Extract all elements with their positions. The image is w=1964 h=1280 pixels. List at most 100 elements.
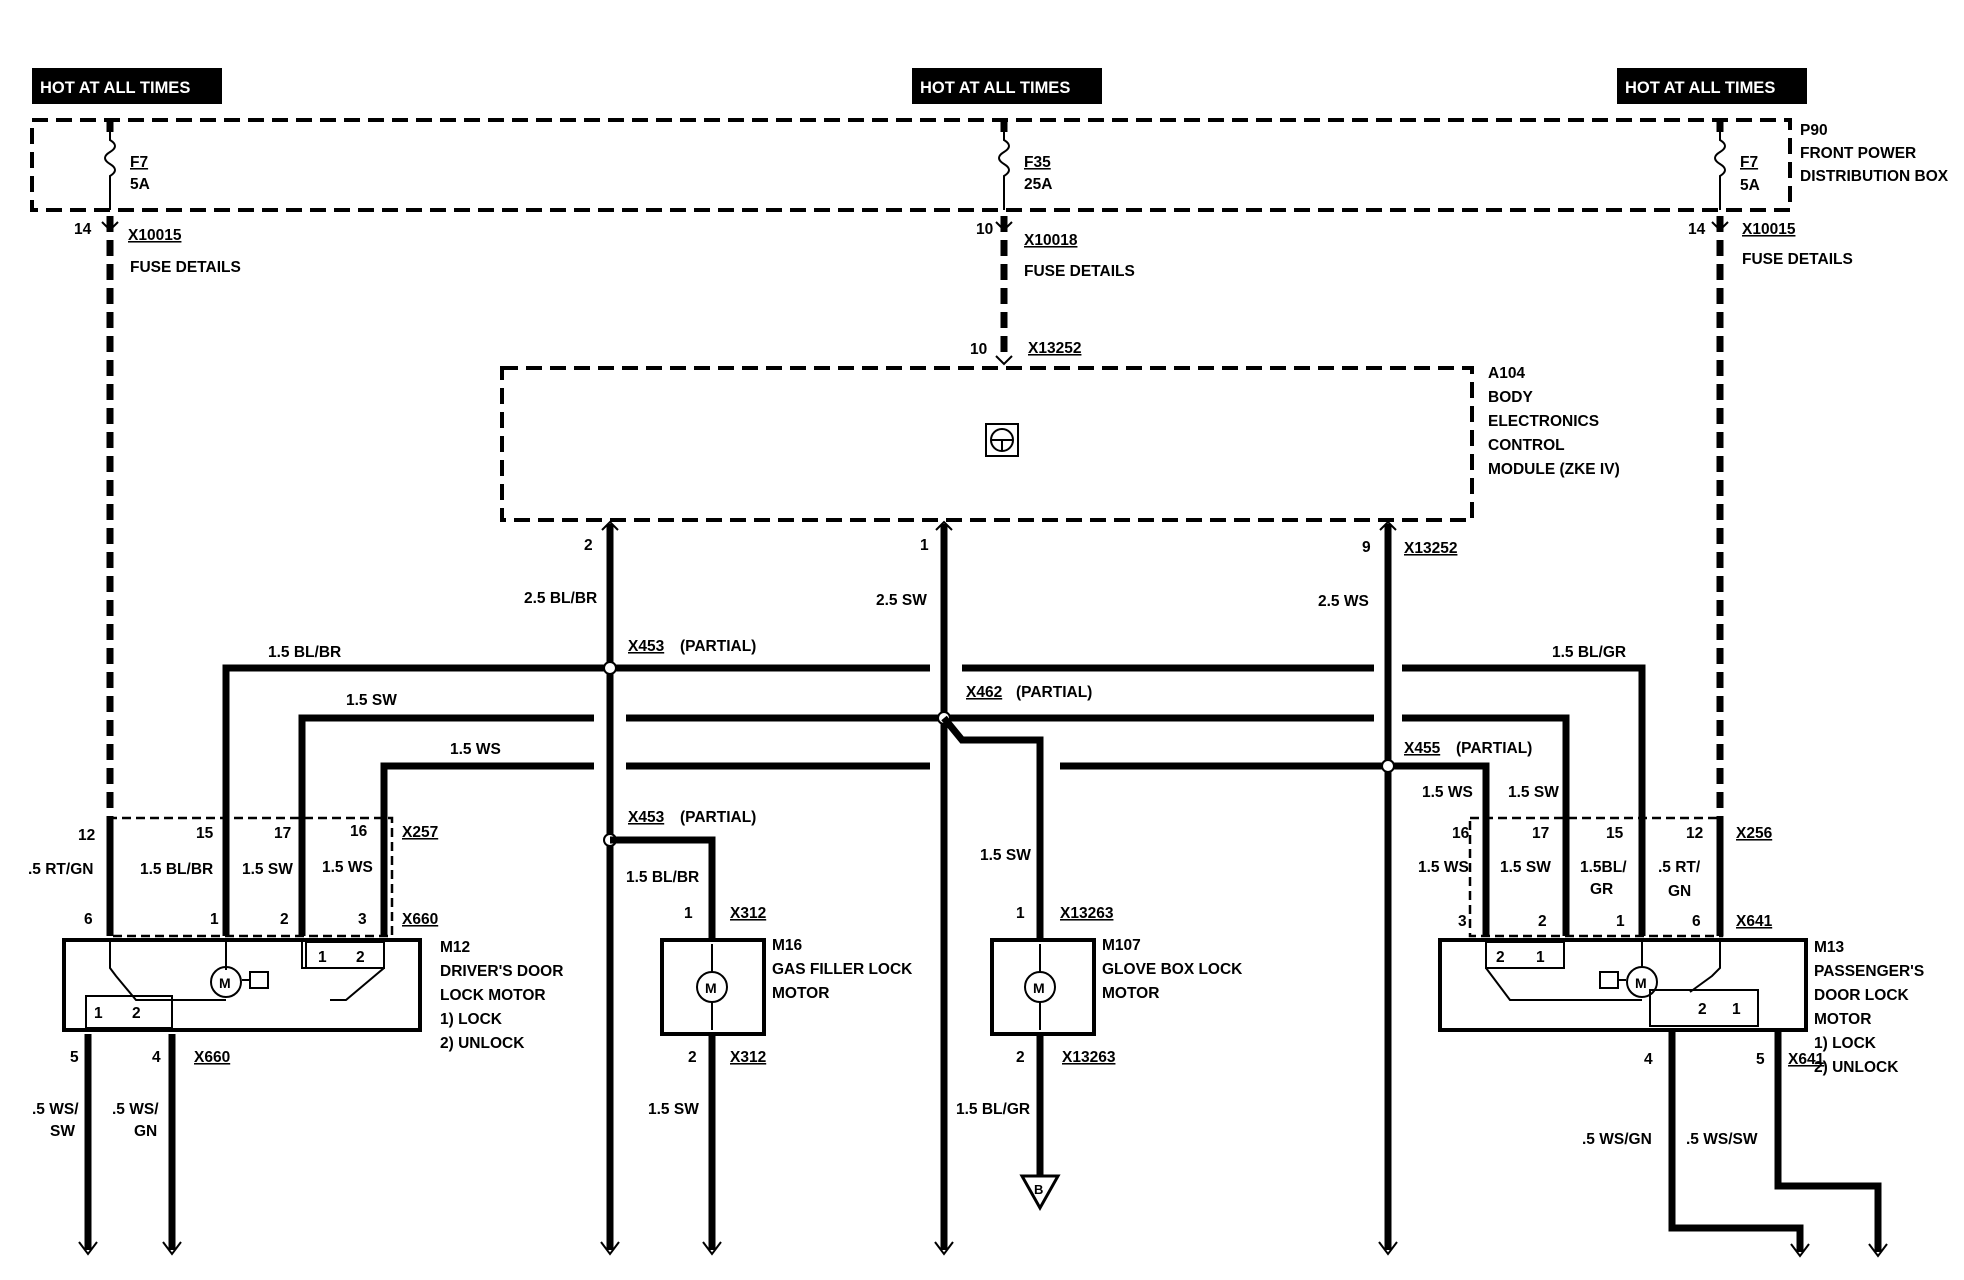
- m12-line1: DRIVER'S DOOR: [440, 963, 563, 980]
- x257-pin-4: 16: [350, 823, 368, 840]
- hot-label-right: HOT AT ALL TIMES: [1617, 68, 1807, 104]
- label-r-ws: 1.5 WS: [1422, 784, 1473, 801]
- x256-wire-1: 1.5 WS: [1418, 859, 1469, 876]
- m107-pin-out: 2: [1016, 1049, 1025, 1066]
- m16-conn-out: X312: [730, 1049, 766, 1066]
- bus-label-right: 2.5 WS: [1318, 593, 1369, 610]
- a104-id: A104: [1488, 365, 1525, 382]
- fuse-right-symbol: [1714, 120, 1726, 210]
- label-h-blbr: 1.5 BL/BR: [268, 644, 341, 661]
- fuse-left-connector: X10015: [128, 227, 182, 244]
- m16-conn-in: X312: [730, 905, 766, 922]
- m13-motor-icon: M: [1599, 966, 1658, 998]
- p90-box: [30, 118, 1792, 212]
- x257-id: X257: [402, 824, 438, 841]
- m12-out-right-l2: GN: [134, 1123, 157, 1140]
- fuse-center-symbol: [998, 120, 1010, 210]
- fuse-left-symbol: [104, 120, 116, 210]
- splice-x462-note: (PARTIAL): [1016, 684, 1092, 701]
- x641-pin-3: 1: [1616, 913, 1625, 930]
- m16-out-wire: 1.5 SW: [648, 1101, 699, 1118]
- splice-x462-label: X462: [966, 684, 1002, 701]
- hot-label-center: HOT AT ALL TIMES: [912, 68, 1102, 104]
- m16-pin-out: 2: [688, 1049, 697, 1066]
- x256-id: X256: [1736, 825, 1773, 842]
- wire-sw-left: [298, 714, 594, 818]
- m107-conn-in: X13263: [1060, 905, 1114, 922]
- x641-pin-4: 6: [1692, 913, 1701, 930]
- m107-in-wire: 1.5 SW: [980, 847, 1031, 864]
- m13-out-left: .5 WS/GN: [1582, 1131, 1652, 1148]
- m107-out-wire: 1.5 BL/GR: [956, 1101, 1030, 1118]
- x256-wire-3b: GR: [1590, 881, 1613, 898]
- wire-ws-left: [380, 762, 594, 818]
- m107-line1: GLOVE BOX LOCK: [1102, 961, 1243, 978]
- m13-motor-box: [1438, 938, 1808, 1032]
- m13-out-right: .5 WS/SW: [1686, 1131, 1758, 1148]
- m16-splice: X453: [628, 809, 665, 826]
- m107-pin-in: 1: [1016, 905, 1025, 922]
- a104-out-pin-mid: 1: [920, 537, 929, 554]
- x256-wire-2: 1.5 SW: [1500, 859, 1551, 876]
- m12-switch-1: 1: [318, 949, 327, 966]
- wire-m13-out-right: [1774, 1030, 1882, 1252]
- x256-wire-4: .5 RT/: [1658, 859, 1701, 876]
- x256-wire-3: 1.5BL/: [1580, 859, 1627, 876]
- m13-line3: MOTOR: [1814, 1011, 1871, 1028]
- svg-text:M: M: [1033, 980, 1045, 996]
- m107-line2: MOTOR: [1102, 985, 1159, 1002]
- a104-line2: ELECTRONICS: [1488, 413, 1599, 430]
- x641-bottom-pin-2: 5: [1756, 1051, 1765, 1068]
- x257-pin-1: 12: [78, 827, 95, 844]
- m16-pin-in: 1: [684, 905, 693, 922]
- m13-line2: DOOR LOCK: [1814, 987, 1910, 1004]
- ground-b-icon: B: [1019, 1174, 1061, 1212]
- splice-x453: [603, 661, 617, 675]
- m13-line1: PASSENGER'S: [1814, 963, 1924, 980]
- m16-splice-note: (PARTIAL): [680, 809, 756, 826]
- m12-id: M12: [440, 939, 470, 956]
- m13-switch-2: 1: [1536, 949, 1545, 966]
- a104-line3: CONTROL: [1488, 437, 1565, 454]
- fuse-left-rating: 5A: [130, 176, 150, 193]
- m12-motor-box: [62, 938, 422, 1032]
- x660-pin-3: 2: [280, 911, 289, 928]
- m107-motor-icon: M: [1024, 944, 1056, 1030]
- a104-input-connector: X13252: [1028, 340, 1081, 357]
- m12-line2: LOCK MOTOR: [440, 987, 546, 1004]
- wire-blbr-left: [222, 664, 930, 818]
- m13-switch-box: [1485, 941, 1565, 969]
- a104-out-pin-left: 2: [584, 537, 593, 554]
- fuse-left-id: F7: [130, 154, 148, 171]
- module-steering-icon: [985, 423, 1019, 457]
- svg-text:HOT AT ALL TIMES: HOT AT ALL TIMES: [1625, 79, 1775, 97]
- a104-line4: MODULE (ZKE IV): [1488, 461, 1620, 478]
- m12-opt1: 1) LOCK: [440, 1011, 503, 1028]
- x641-bottom-id: X641: [1788, 1051, 1825, 1068]
- fuse-left-pin: 14: [74, 221, 92, 238]
- m16-motor-icon: M: [696, 944, 728, 1030]
- splice-x455-note: (PARTIAL): [1456, 740, 1532, 757]
- hot-label-left: HOT AT ALL TIMES: [32, 68, 222, 104]
- svg-text:M: M: [219, 975, 231, 991]
- a104-out-connector: X13252: [1404, 540, 1457, 557]
- svg-text:M: M: [1635, 975, 1647, 991]
- a104-box: [500, 366, 1474, 522]
- wire-ws-passenger: [1388, 762, 1490, 818]
- x660-pin-1: 6: [84, 911, 93, 928]
- m12-motor-icon: M: [210, 966, 269, 998]
- x257-wire-3: 1.5 SW: [242, 861, 293, 878]
- m12-limit-switch-box: [85, 995, 173, 1029]
- x257-wire-4: 1.5 WS: [322, 859, 373, 876]
- p90-line1: FRONT POWER: [1800, 145, 1916, 162]
- x660-bottom-pin-1: 5: [70, 1049, 79, 1066]
- svg-text:M: M: [705, 980, 717, 996]
- a104-line1: BODY: [1488, 389, 1533, 406]
- x641-bottom-pin-1: 4: [1644, 1051, 1653, 1068]
- m16-line1: GAS FILLER LOCK: [772, 961, 913, 978]
- bus-label-left: 2.5 BL/BR: [524, 590, 597, 607]
- svg-text:B: B: [1034, 1182, 1043, 1197]
- x660-id: X660: [402, 911, 438, 928]
- x256-pin-2: 17: [1532, 825, 1549, 842]
- p90-line2: DISTRIBUTION BOX: [1800, 168, 1949, 185]
